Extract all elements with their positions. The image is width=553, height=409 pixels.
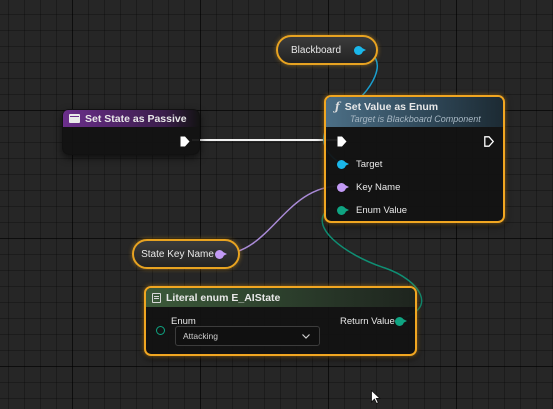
state-key-name-label: State Key Name [141,248,214,260]
set-state-as-passive-node[interactable]: Set State as Passive [62,109,200,155]
literal-title: Literal enum E_AIState [166,291,281,304]
enum-value-pin-label: Enum Value [356,205,408,216]
key-name-input-pin[interactable] [337,183,349,192]
target-pin-row[interactable]: Target [337,159,382,170]
literal-enum-node[interactable]: Literal enum E_AIState Enum Attacking Re… [144,286,417,356]
enum-dropdown-value: Attacking [183,331,218,341]
event-title: Set State as Passive [85,112,187,125]
return-value-output-pin[interactable] [395,317,407,326]
exec-output-pin[interactable] [484,136,494,147]
return-value-label: Return Value [340,316,395,327]
enum-value-pin-row[interactable]: Enum Value [337,205,407,216]
enum-value-input-pin[interactable] [337,206,349,215]
function-header: ƒ Set Value as Enum Target is Blackboard… [326,97,503,127]
set-value-as-enum-node[interactable]: ƒ Set Value as Enum Target is Blackboard… [324,95,505,223]
literal-icon [152,292,161,303]
key-name-pin-row[interactable]: Key Name [337,182,400,193]
mouse-cursor-icon [371,389,382,409]
exec-output-pin[interactable] [180,136,190,147]
blackboard-output-pin[interactable] [354,45,366,55]
enum-wire[interactable] [321,207,423,320]
blackboard-node[interactable]: Blackboard [276,35,378,65]
state-key-name-output-pin[interactable] [215,249,227,259]
event-icon [69,114,80,123]
target-input-pin[interactable] [337,160,349,169]
function-subtitle: Target is Blackboard Component [350,114,481,124]
target-pin-label: Target [356,159,383,170]
enum-dropdown[interactable]: Attacking [175,326,320,346]
event-header: Set State as Passive [63,110,199,127]
function-icon: ƒ [335,100,340,113]
enum-input-pin[interactable] [156,326,165,335]
key-name-pin-label: Key Name [356,182,401,193]
exec-input-pin[interactable] [337,136,347,147]
literal-header: Literal enum E_AIState [146,288,415,307]
function-title: Set Value as Enum [344,100,439,113]
chevron-down-icon [302,331,310,341]
blackboard-label: Blackboard [290,44,342,56]
enum-pin-label: Enum [171,316,196,327]
state-key-name-node[interactable]: State Key Name [132,239,240,269]
